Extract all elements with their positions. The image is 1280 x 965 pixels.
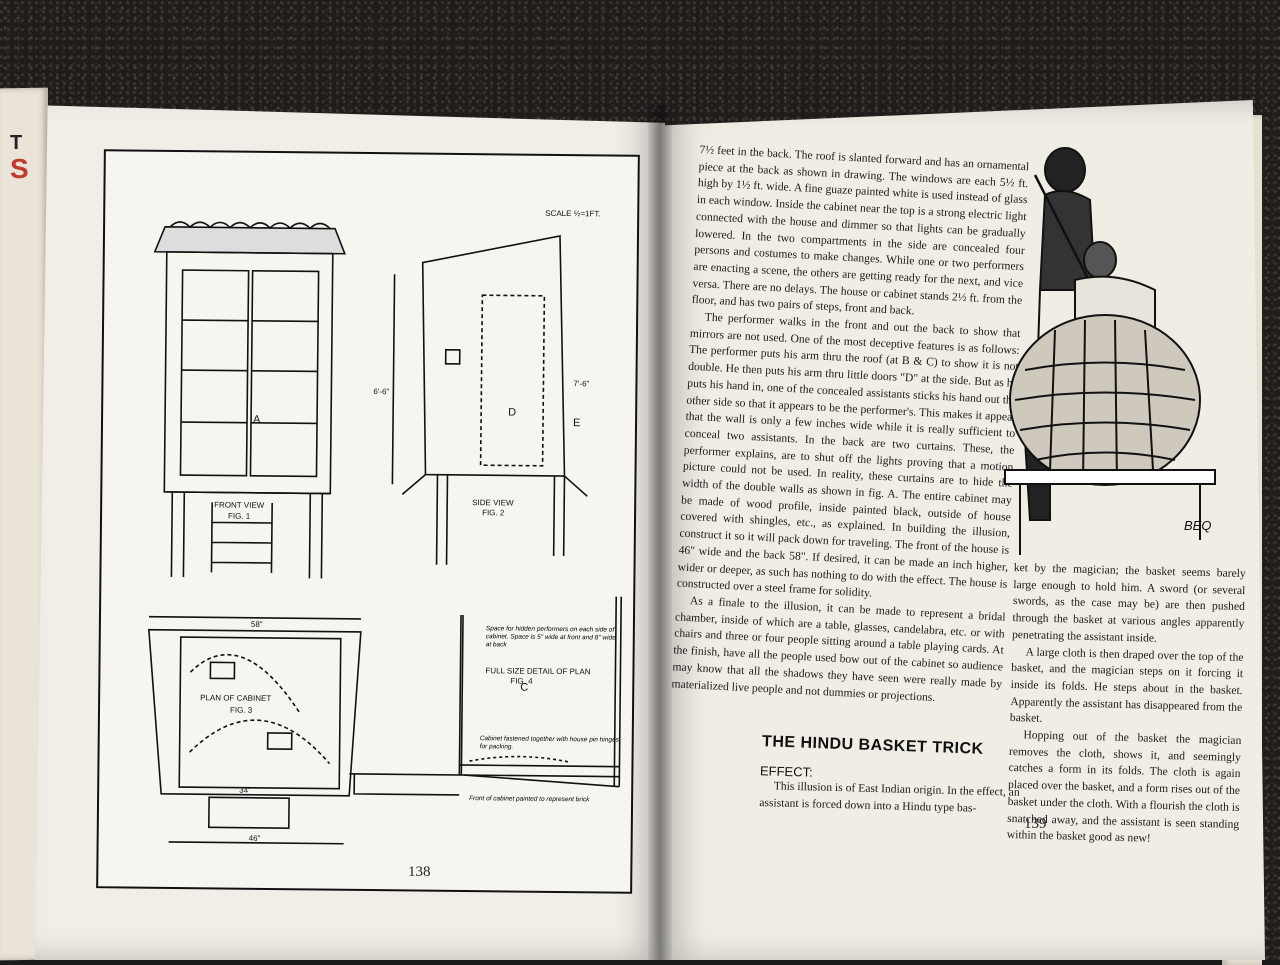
label-side-fig: FIG. 2 [482,508,505,517]
magician-head [1044,147,1086,193]
label-dim-46: 46" [249,834,261,843]
label-scale: SCALE ½=1FT. [545,209,600,219]
paragraph: A large cloth is then draped over the to… [1009,644,1244,726]
illustration-svg [1004,147,1216,555]
right-page-column-1: 7½ feet in the back. The roof is slanted… [671,142,1029,710]
label-a-front: A [253,414,261,426]
hindu-basket-illustration [995,140,1235,560]
label-plan: PLAN OF CABINET [200,693,271,703]
label-detail-fig: FIG. 4 [510,676,533,685]
paragraph: 7½ feet in the back. The roof is slanted… [691,142,1030,318]
page-number-left: 138 [408,864,431,880]
plan-outline [147,628,362,797]
spine-letter-t: T [10,132,23,154]
spine-title: T S [10,130,34,190]
label-detail: FULL SIZE DETAIL OF PLAN [485,666,590,676]
note-cabinet: Cabinet fastened together with house pin… [479,735,619,751]
label-e-side: E [573,417,580,429]
paragraph: ket by the magician; the basket seems ba… [1011,560,1246,645]
note-front: Front of cabinet painted to represent br… [469,795,590,804]
label-d-side: D [508,406,516,418]
book-gutter [648,105,672,960]
spine-letter-s: S [10,153,29,184]
label-dim-34: 34" [239,786,251,795]
side-body [421,235,566,477]
label-dim-6-6: 6'-6" [373,387,389,396]
right-page-column-2: ket by the magician; the basket seems ba… [1007,560,1246,850]
label-dim-58: 58" [251,620,263,629]
label-dim-7-6: 7'-6" [573,379,589,388]
right-page [655,100,1265,960]
label-front-fig: FIG. 1 [228,512,251,521]
assistant-head [1083,241,1117,279]
cabinet-plan-drawing: FRONT VIEW FIG. 1 SIDE VIEW FIG. 2 PLAN … [96,149,640,894]
plan-svg: FRONT VIEW FIG. 1 SIDE VIEW FIG. 2 PLAN … [147,209,623,845]
label-side-view: SIDE VIEW [472,498,514,507]
label-front-view: FRONT VIEW [214,500,265,510]
label-plan-fig: FIG. 3 [230,706,253,715]
label-c-detail: C [520,682,528,694]
paragraph: The performer walks in the front and out… [676,310,1021,600]
front-ornament [169,221,331,230]
note-space: Space for hidden performers on each side… [485,625,616,649]
effect-paragraph-container: This illusion is of East Indian origin. … [759,778,1020,818]
page-number-right: 139 [1024,816,1047,832]
front-roof [153,226,346,255]
front-door-left [179,269,250,477]
paragraph: This illusion is of East Indian origin. … [759,779,1020,815]
front-door-right [249,269,320,478]
illustration-signature: BEQ [1184,518,1212,533]
paragraph: As a finale to the illusion, it can be m… [671,594,1006,704]
